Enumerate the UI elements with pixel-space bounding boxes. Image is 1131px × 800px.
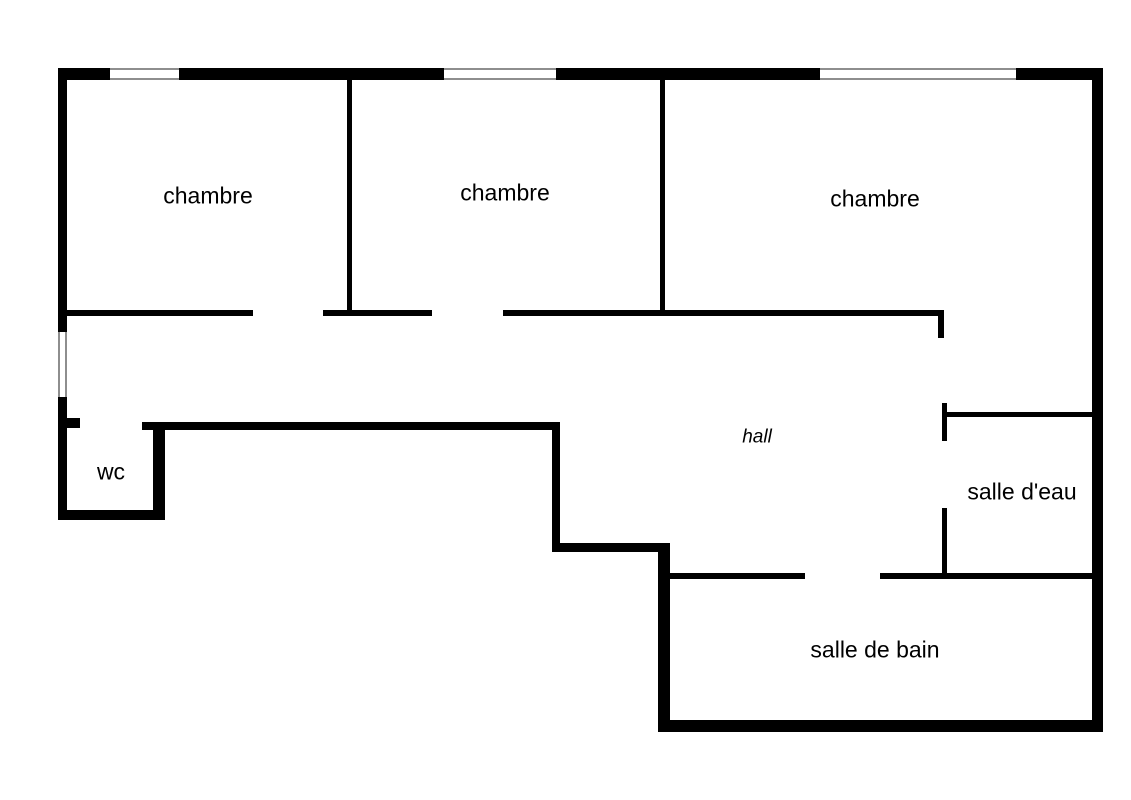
wall-left-exterior [58,68,67,520]
wall-hall-top [142,422,560,430]
room-label-salle-de-bain: salle de bain [810,636,940,663]
wall-salle-de-bain-top-right [880,573,1103,579]
window-left-icon [58,332,67,397]
wall-hall-step-vertical [552,422,560,552]
room-label-chambre-1: chambre [163,182,253,209]
wall-salle-de-bain-top-left [670,573,805,579]
window-top-3-icon [820,68,1016,80]
wall-right-exterior [1092,68,1103,732]
window-top-2-icon [444,68,556,80]
room-label-hall: hall [742,426,772,448]
window-top-1-icon [110,68,179,80]
wall-salle-deau-left-upper-stub [942,403,947,441]
room-label-chambre-2: chambre [460,179,550,206]
wall-divider-chambre2-chambre3 [660,80,665,315]
wall-wc-bottom [58,510,165,520]
wall-chambre3-door-stub [938,310,944,338]
wall-divider-chambre1-chambre2 [347,80,352,316]
room-label-salle-deau: salle d'eau [967,478,1077,505]
wall-bath-left [658,543,670,732]
wall-wc-right [153,422,165,520]
wall-chambre-bottom-segment3 [503,310,943,316]
room-label-wc: wc [96,458,126,485]
wall-chambre-bottom-segment1 [58,310,253,316]
wall-chambre-bottom-segment2 [323,310,432,316]
room-label-chambre-3: chambre [830,185,920,212]
wall-hall-step-horizontal [552,543,667,552]
wall-salle-deau-left-lower [942,508,947,578]
wall-bath-bottom [658,720,1103,732]
wall-salle-deau-top [942,412,1092,417]
wall-wc-door-jamb-left [58,418,80,428]
